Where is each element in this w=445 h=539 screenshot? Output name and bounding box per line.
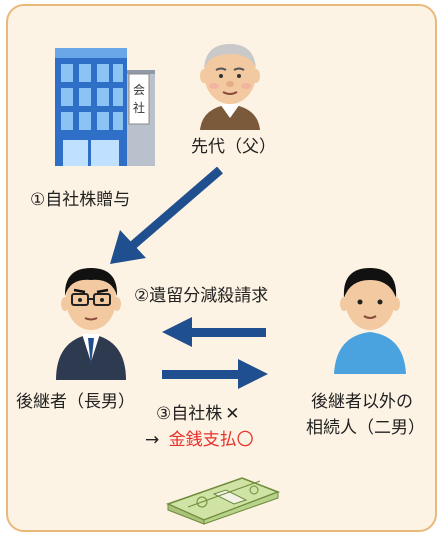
claim-arrow-left xyxy=(162,317,266,347)
second-son-icon xyxy=(334,268,406,374)
successor-son-icon xyxy=(56,268,126,380)
money-bundle-icon xyxy=(165,477,281,525)
building-sign-char-1: 会 xyxy=(133,83,145,97)
settlement-text-own-shares: ③自社株 xyxy=(156,404,223,424)
claim-label: ②遺留分減殺請求 xyxy=(134,286,269,306)
payment-arrow-right xyxy=(162,359,268,389)
other-heir-label-line2: 相続人（二男） xyxy=(306,418,425,438)
settlement-line-1: ③自社株✕ xyxy=(156,403,240,425)
gift-arrow xyxy=(110,166,223,264)
other-heir-label-line1: 後継者以外の xyxy=(311,392,413,412)
predecessor-label: 先代（父） xyxy=(191,137,276,157)
successor-label: 後継者（長男） xyxy=(16,392,135,412)
gift-label: ①自社株贈与 xyxy=(30,190,131,210)
settlement-text-cash-payment: 金銭支払 xyxy=(168,430,237,450)
circle-mark-icon: 〇 xyxy=(236,430,254,450)
building-sign-char-2: 社 xyxy=(133,100,145,115)
company-building-icon: 会 社 xyxy=(55,48,155,166)
elderly-father-icon xyxy=(200,44,260,130)
settlement-line-2: → 金銭支払〇 xyxy=(145,429,254,451)
cross-mark-icon: ✕ xyxy=(225,404,240,424)
right-arrow-icon: → xyxy=(145,430,160,450)
